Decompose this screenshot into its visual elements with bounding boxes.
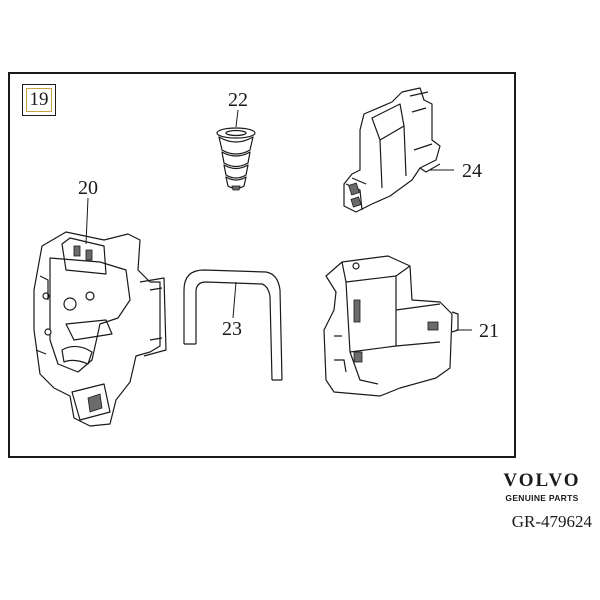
callout-24: 24 (462, 160, 482, 182)
callout-22: 22 (228, 89, 248, 111)
leader-line (235, 109, 239, 128)
callout-20: 20 (78, 177, 98, 199)
diagram-frame (8, 72, 516, 458)
bracket-rod-icon (183, 269, 283, 381)
callout-23: 23 (222, 318, 242, 340)
reference-number: GR-479624 (511, 512, 592, 531)
group-number: 19 (26, 88, 52, 112)
group-number-box: 19 (22, 84, 56, 116)
callout-21: 21 (479, 320, 499, 342)
lock-cover-icon (323, 255, 459, 397)
leader-line (85, 197, 89, 245)
leader-line (232, 281, 237, 319)
door-lock-actuator-icon (33, 231, 167, 427)
lock-holder-bracket-icon (343, 87, 441, 213)
volvo-logo: VOLVO (503, 470, 581, 491)
rubber-grommet-icon (216, 127, 256, 191)
genuine-parts-label: GENUINE PARTS (505, 493, 579, 503)
